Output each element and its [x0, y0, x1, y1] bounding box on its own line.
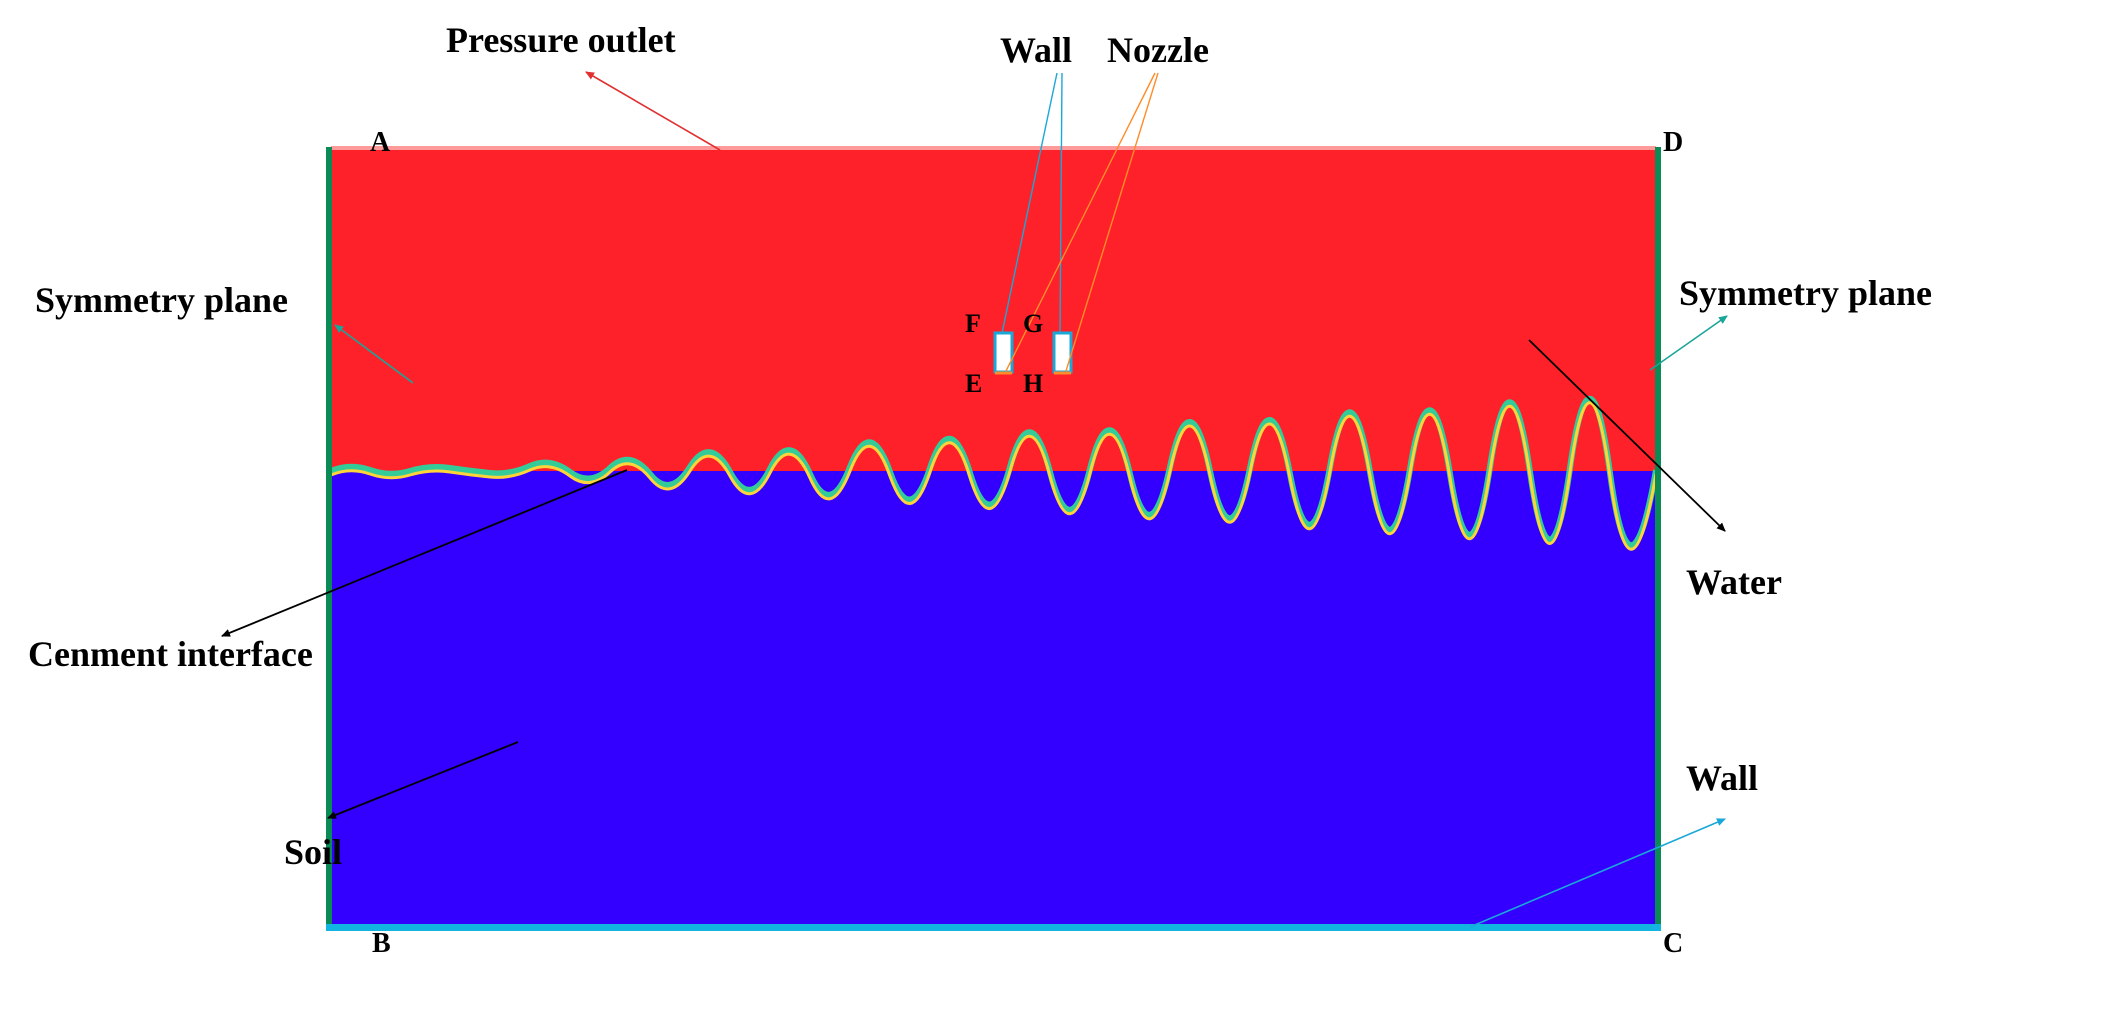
corner-label-d: D [1663, 127, 1683, 158]
label-cement-interface: Cenment interface [28, 634, 313, 674]
point-label-e: E [965, 369, 982, 398]
corner-label-c: C [1663, 928, 1683, 959]
water-region [331, 147, 1656, 471]
corner-label-a: A [370, 127, 391, 158]
leader-nozzle-to-left-nozzle [1005, 72, 1156, 372]
label-soil: Soil [284, 832, 342, 872]
right-boundary [1655, 147, 1661, 930]
arrow-symmetry-right [1649, 315, 1728, 371]
label-symmetry-plane-right: Symmetry plane [1679, 273, 1932, 313]
point-label-g: G [1023, 309, 1043, 338]
soil-region [331, 471, 1656, 927]
cement-interface-highlight [330, 401, 1658, 551]
arrow-water [1528, 339, 1726, 532]
point-label-h: H [1023, 369, 1043, 398]
bottom-boundary [326, 924, 1661, 931]
corner-label-b: B [372, 928, 391, 959]
label-wall-bottom: Wall [1686, 758, 1758, 798]
leader-wall-to-left-nozzle [1001, 72, 1058, 334]
arrow-wall-bottom [1469, 818, 1726, 928]
label-wall-top: Wall [1000, 30, 1072, 70]
label-symmetry-plane-left: Symmetry plane [35, 280, 288, 320]
label-nozzle: Nozzle [1107, 30, 1209, 70]
label-pressure-outlet: Pressure outlet [446, 20, 676, 60]
leader-nozzle-to-right-nozzle [1065, 72, 1159, 372]
label-water: Water [1686, 562, 1782, 602]
leader-wall-to-right-nozzle [1059, 72, 1063, 334]
arrow-pressure-outlet [585, 71, 721, 151]
arrow-cement-interface [221, 469, 628, 637]
left-boundary [326, 147, 332, 930]
nozzle-left [993, 331, 1014, 374]
point-label-f: F [965, 309, 981, 338]
arrow-symmetry-left [334, 324, 414, 384]
arrow-soil [327, 741, 519, 819]
nozzle-right [1052, 331, 1073, 374]
